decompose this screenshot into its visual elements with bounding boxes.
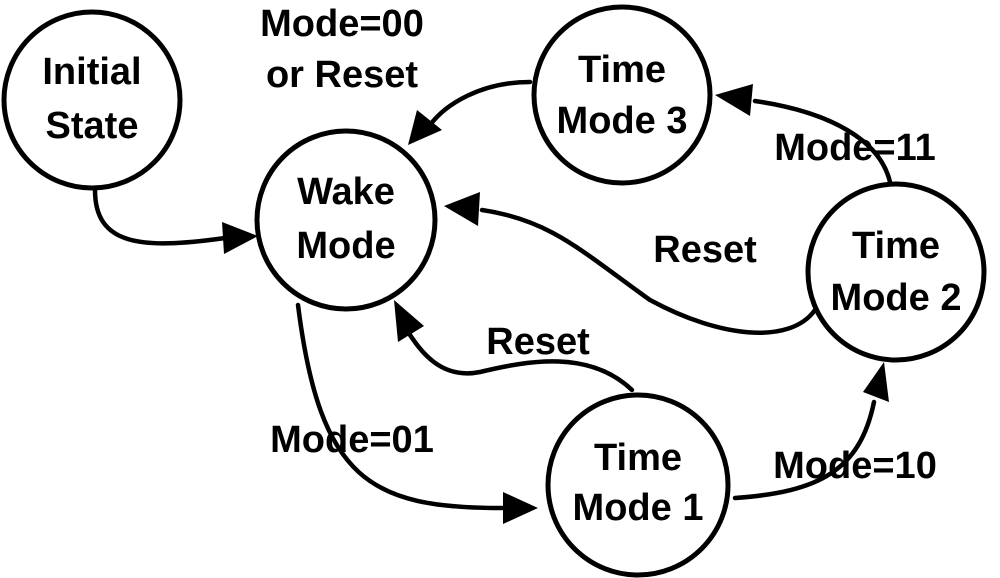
- edge-time-mode-2-to-wake: [444, 192, 818, 335]
- arrowhead: [503, 492, 538, 524]
- state-wake-line2: Mode: [296, 225, 395, 267]
- label-mode-00-line2: or Reset: [266, 54, 418, 96]
- edge-wake-to-time-mode-1: [295, 302, 538, 524]
- state-time-mode-2-line2: Mode 2: [831, 277, 962, 319]
- state-initial: Initial State: [1, 9, 183, 191]
- state-wake-mode: Wake Mode: [254, 128, 438, 312]
- state-wake-line1: Wake: [297, 171, 395, 213]
- arrowhead: [408, 110, 442, 145]
- state-time-mode-3-line2: Mode 3: [557, 100, 688, 142]
- state-time-mode-1-line1: Time: [594, 437, 682, 479]
- label-mode-10: Mode=10: [773, 445, 937, 487]
- state-time-mode-3: Time Mode 3: [531, 4, 713, 186]
- state-time-mode-3-line1: Time: [578, 49, 666, 91]
- arrowhead: [222, 222, 258, 254]
- state-initial-line2: State: [46, 105, 139, 147]
- edge-initial-to-wake: [92, 187, 258, 254]
- state-time-mode-1: Time Mode 1: [545, 392, 731, 578]
- label-reset-from-time-mode-1: Reset: [486, 321, 590, 363]
- arrowhead: [715, 84, 753, 116]
- arrowhead: [444, 192, 480, 226]
- edge-time-mode-1-to-time-mode-2: [732, 362, 889, 501]
- state-initial-line1: Initial: [42, 51, 141, 93]
- label-mode-11: Mode=11: [774, 127, 936, 169]
- edge-time-mode-1-to-wake: [394, 300, 635, 393]
- state-time-mode-2-line1: Time: [852, 225, 940, 267]
- state-time-mode-1-line2: Mode 1: [573, 487, 704, 529]
- arrowhead: [394, 300, 424, 342]
- arrowhead: [863, 362, 889, 402]
- label-mode-00-line1: Mode=00: [260, 3, 424, 45]
- state-time-mode-2: Time Mode 2: [805, 181, 987, 363]
- edge-time-mode-2-to-time-mode-3: [715, 84, 893, 185]
- label-reset-from-time-mode-2: Reset: [653, 229, 757, 271]
- label-mode-01: Mode=01: [270, 419, 434, 461]
- edge-time-mode-3-to-wake: [408, 79, 533, 145]
